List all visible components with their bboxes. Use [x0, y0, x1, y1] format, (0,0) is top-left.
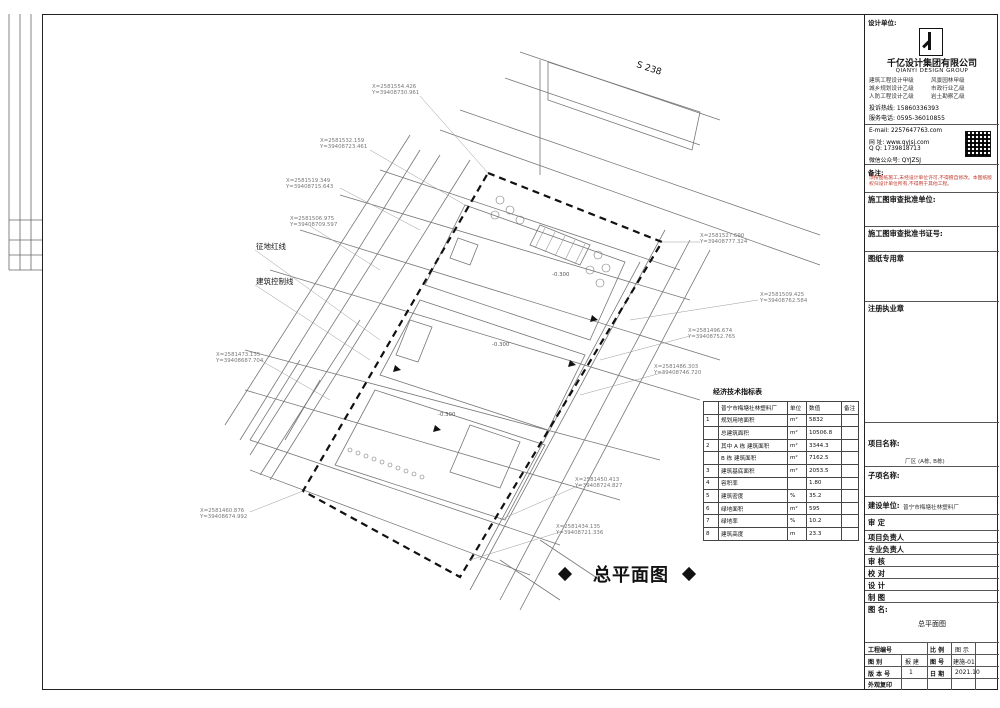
drawing-title: 总平面图	[593, 565, 669, 586]
client-value: 普宁市梅塘社林塑料厂	[903, 505, 959, 511]
elevation-2: -0.300	[492, 342, 510, 348]
reg-seal-label: 注册执业章	[868, 304, 904, 313]
client-label: 建设单位:	[868, 501, 900, 510]
drawing-seal-label: 图纸专用章	[868, 254, 904, 263]
table-header-row: 普宁市梅塘社林塑料厂 单位 数值 备注	[703, 401, 859, 415]
website: 网 址: www.qyjsj.com	[869, 140, 930, 146]
service-phone: 服务电话: 0595-36010855	[869, 115, 945, 122]
project-name-label: 项目名称:	[868, 439, 900, 448]
econ-table-title: 经济技术指标表	[713, 388, 762, 396]
drawing-name-label: 图 名:	[868, 605, 888, 614]
review-cert-label: 施工图审查批准书证号:	[868, 229, 943, 238]
title-block: 设计单位: 千亿设计集团有限公司 QIANYI DESIGN GROUP 建筑工…	[864, 14, 999, 690]
email: E-mail: 2257647763.com	[869, 128, 943, 134]
drawing-name-value: 总平面图	[918, 620, 946, 628]
control-line-label: 建筑控制线	[256, 277, 294, 286]
notes-label: 备注:	[868, 169, 884, 177]
complaint-phone: 投诉热线: 15860336393	[869, 105, 939, 112]
elevation-3: -0.300	[438, 412, 456, 418]
review-unit-label: 施工图审查批准单位:	[868, 195, 936, 204]
red-line-label: 征地红线	[256, 242, 286, 251]
project-name-value: 厂区 (A栋, B栋)	[905, 459, 945, 465]
design-unit-label: 设计单位:	[868, 19, 897, 27]
qr-code-icon	[965, 131, 991, 157]
wechat: 微信公众号: QYJZSJ	[869, 158, 921, 164]
qq: Q Q: 1739818713	[869, 146, 921, 152]
company-name-en: QIANYI DESIGN GROUP	[895, 68, 969, 74]
notes-text: 须按图纸施工,未经设计单位许可,不得擅自修改。本图纸版权归设计单位所有,不得用于…	[869, 176, 992, 187]
sub-project-label: 子项名称:	[868, 471, 900, 480]
company-logo	[919, 28, 943, 56]
elevation-1: -0.300	[552, 272, 570, 278]
company-name: 千亿设计集团有限公司	[886, 59, 977, 69]
drawing-frame	[42, 14, 998, 690]
